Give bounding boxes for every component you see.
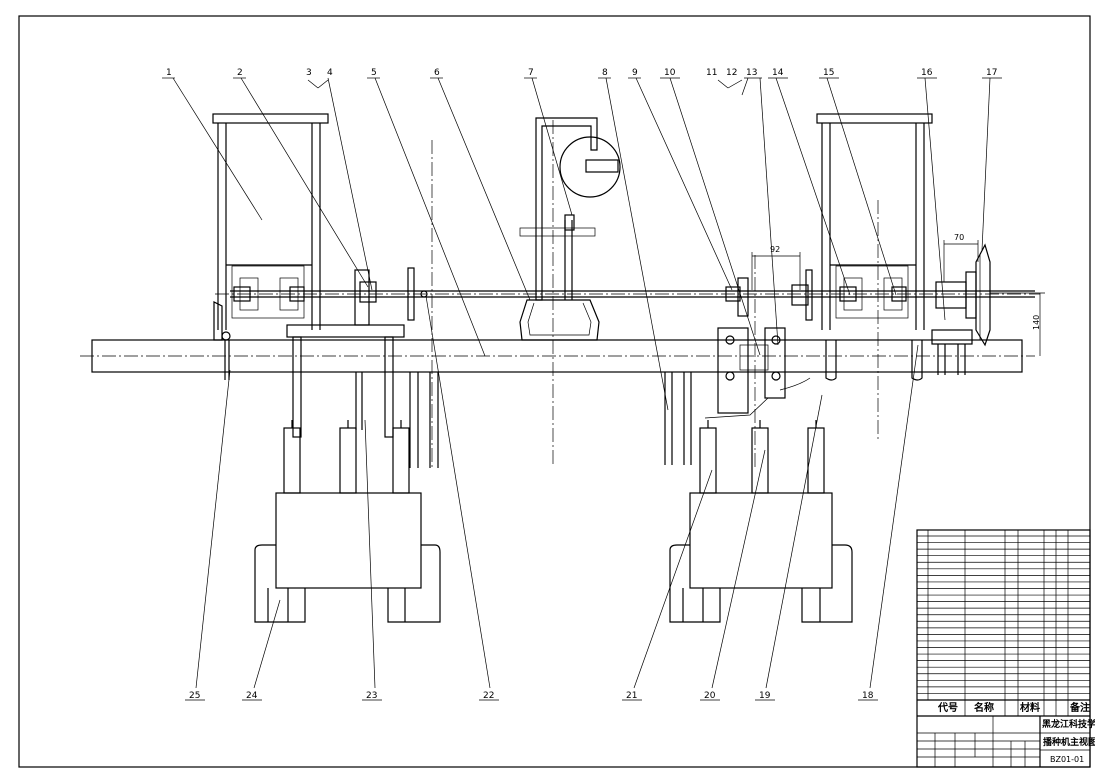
part-label-13: 13 [746, 68, 757, 78]
part-label-23: 23 [366, 691, 377, 701]
dimension-140: 140 [990, 292, 1045, 356]
main-frame-beam [80, 339, 1035, 373]
part-label-3: 3 [306, 68, 312, 78]
drawing-number: BZ01-01 [1050, 755, 1084, 764]
sheet-border [18, 15, 1091, 768]
part-label-24: 24 [246, 691, 258, 701]
part-label-8: 8 [602, 68, 608, 78]
left-springs [283, 420, 410, 494]
part-label-25: 25 [189, 691, 200, 701]
part-label-20: 20 [704, 691, 716, 701]
part-label-21: 21 [626, 691, 637, 701]
part-label-17: 17 [986, 68, 997, 78]
drive-sprocket [931, 243, 991, 375]
right-seed-hopper [816, 113, 933, 381]
left-press-wheel [254, 492, 441, 623]
part-label-22: 22 [483, 691, 494, 701]
part-label-10: 10 [664, 68, 676, 78]
drive-shaft [215, 290, 1040, 298]
svg-text:70: 70 [954, 233, 964, 242]
dimension-92: 92 [751, 245, 801, 290]
hitch-frame [519, 117, 621, 465]
part-label-6: 6 [434, 68, 440, 78]
part-label-12: 12 [726, 68, 737, 78]
school-name: 黑龙江科技学院 [1042, 718, 1095, 730]
part-label-11: 11 [706, 68, 717, 78]
left-press-frame [286, 140, 439, 470]
header-note: 备注 [1069, 701, 1090, 714]
part-label-18: 18 [862, 691, 874, 701]
top-leaders [172, 77, 991, 411]
part-label-14: 14 [772, 68, 784, 78]
part-label-4: 4 [327, 68, 333, 78]
part-label-15: 15 [823, 68, 834, 78]
dimension-70: 70 [943, 233, 979, 282]
parts-list-rows [917, 535, 1090, 701]
bottom-part-labels: 25 24 23 22 21 20 19 18 [185, 691, 878, 701]
part-label-7: 7 [528, 68, 534, 78]
part-label-16: 16 [921, 68, 933, 78]
bottom-leaders [195, 295, 919, 689]
part-label-5: 5 [371, 68, 377, 78]
right-bearing-housing [664, 200, 879, 470]
right-press-wheel [669, 492, 853, 623]
header-code: 代号 [937, 701, 958, 714]
header-name: 名称 [974, 701, 994, 714]
top-part-labels: 1 2 3 4 5 6 7 8 9 10 11 12 13 14 15 16 1… [162, 68, 1002, 79]
title-block: 代号 名称 材料 备注 黑龙江科技学院 播种机主视图 BZ01-01 [916, 529, 1095, 768]
left-seed-hopper [212, 113, 329, 380]
svg-text:140: 140 [1032, 315, 1041, 330]
part-label-9: 9 [632, 68, 638, 78]
drawing-title: 播种机主视图 [1043, 736, 1095, 748]
svg-text:92: 92 [770, 245, 780, 254]
part-label-1: 1 [166, 68, 172, 78]
part-label-19: 19 [759, 691, 771, 701]
part-label-2: 2 [237, 68, 243, 78]
header-material: 材料 [1020, 701, 1040, 714]
